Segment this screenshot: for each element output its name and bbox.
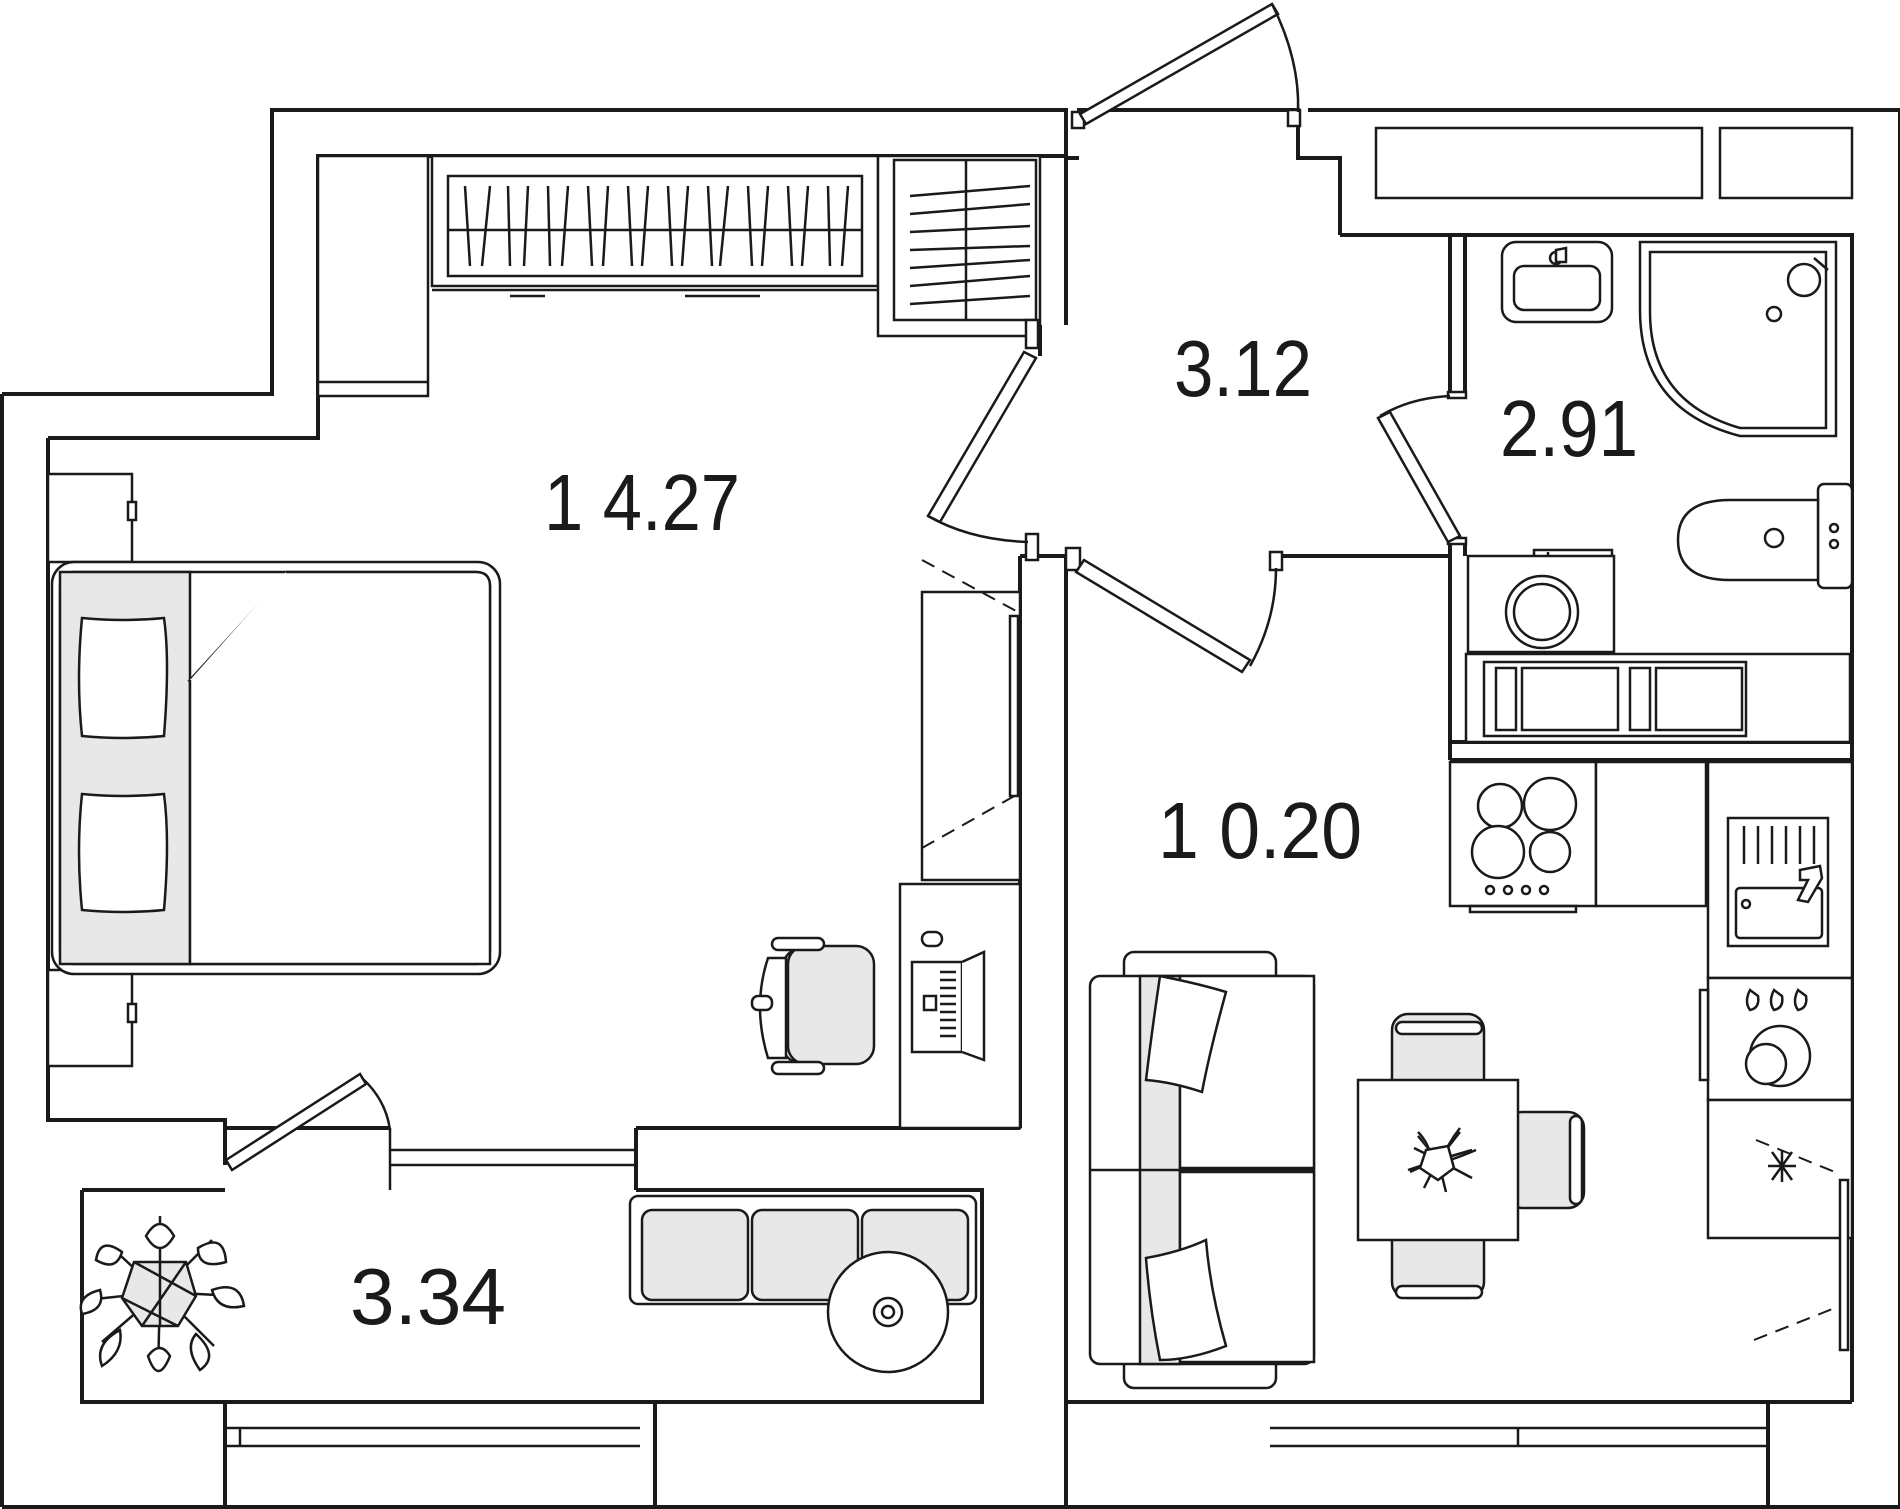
desk-chair-icon: [750, 936, 876, 1076]
bedroom-door: [926, 318, 1040, 562]
wardrobe-icon: [316, 154, 1042, 398]
area-label-hall: 3.12: [1174, 324, 1312, 413]
shower-icon: [1638, 240, 1838, 438]
balcony: [79, 1194, 978, 1374]
area-label-bedroom: 1 4.27: [544, 458, 740, 547]
toilet-icon: [1676, 482, 1854, 590]
dining-table-icon: [1356, 1012, 1586, 1300]
kitchen-door: [1064, 546, 1284, 674]
gas-hob-icon: [1698, 976, 1854, 1102]
area-label-bathroom: 2.91: [1500, 384, 1638, 473]
nightstand-top: [46, 472, 134, 564]
round-table-icon: [826, 1250, 950, 1374]
area-label-kitchen-living: 1 0.20: [1158, 786, 1362, 875]
balcony-door: [224, 1072, 392, 1172]
sink-icon: [1500, 240, 1614, 324]
bedroom: [46, 472, 1022, 1130]
bath-door: [1376, 390, 1468, 546]
stove-icon: [1448, 760, 1598, 914]
closet: [920, 590, 1022, 882]
kitchen-sink-icon: [1706, 760, 1854, 980]
entrance-door: [1070, 2, 1302, 130]
bathroom: [1374, 126, 1854, 744]
laptop-icon: [910, 930, 986, 1062]
nightstand-bottom: [46, 968, 134, 1068]
washing-machine-icon: [1466, 548, 1616, 654]
pillow-icon: [77, 616, 169, 914]
plant-icon: [1407, 1127, 1477, 1193]
area-label-balcony: 3.34: [350, 1252, 506, 1341]
plant-icon: [79, 1216, 246, 1373]
area-labels: 1 4.27 3.12 2.91 1 0.20 3.34: [350, 324, 1638, 1341]
fridge-icon: [1706, 1098, 1854, 1352]
pillow-icon: [1144, 974, 1228, 1362]
kitchen-living: [1088, 760, 1854, 1390]
